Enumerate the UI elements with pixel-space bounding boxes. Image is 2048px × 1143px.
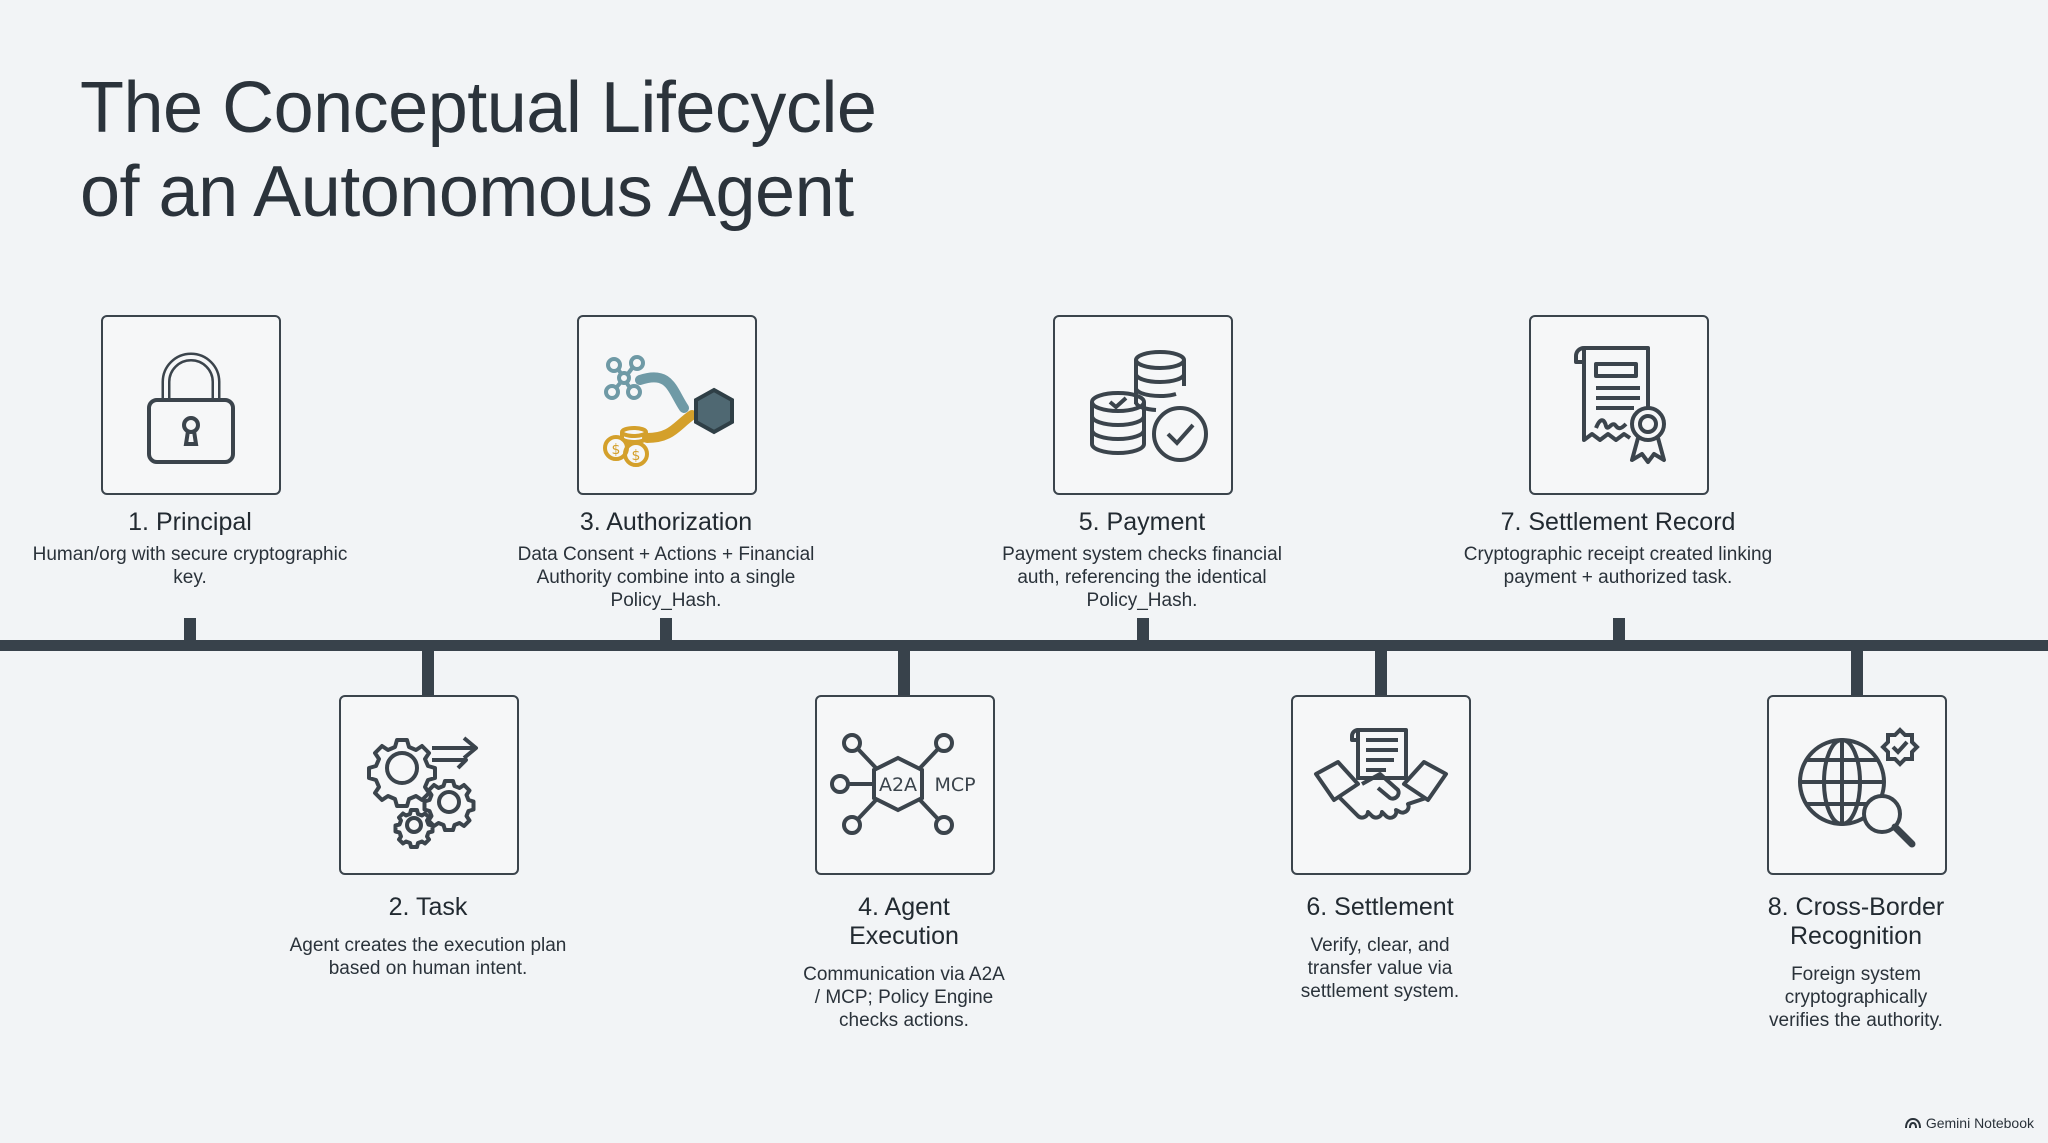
brand-badge: Gemini Notebook [1904, 1115, 2034, 1131]
connector-step-6 [1375, 650, 1387, 696]
step-4-icon-box: A2A MCP [815, 695, 995, 875]
timeline-line [0, 640, 2048, 651]
step-8-icon-box [1767, 695, 1947, 875]
page-title: The Conceptual Lifecycle of an Autonomou… [80, 66, 877, 234]
svg-text:$: $ [632, 448, 641, 464]
step-7-icon-box [1529, 315, 1709, 495]
step-3-description: Data Consent + Actions + Financial Autho… [517, 544, 815, 611]
step-7-description: Cryptographic receipt created linking pa… [1463, 544, 1773, 588]
brand-label: Gemini Notebook [1925, 1115, 2034, 1131]
brand-logo-icon [1904, 1117, 1921, 1129]
handshake-document-icon [1314, 728, 1448, 820]
a2a-label: A2A [879, 774, 917, 796]
connector-step-7 [1613, 618, 1625, 642]
step-3: 3. Authorization Data Consent + Actions … [506, 508, 826, 612]
connector-step-4 [898, 650, 910, 696]
step-8-description: Foreign system cryptographically verifie… [1769, 964, 1943, 1031]
step-2: 2. Task Agent creates the execution plan… [268, 893, 588, 980]
title-line-1: The Conceptual Lifecycle [80, 68, 877, 148]
step-3-title: 3. Authorization [579, 508, 753, 536]
connector-step-2 [422, 650, 434, 696]
coin-stacks-check-icon [1090, 350, 1208, 462]
step-4-title: 4. Agent Execution [744, 893, 1064, 951]
step-5-description: Payment system checks financial auth, re… [1002, 544, 1282, 611]
step-7-title: 7. Settlement Record [1500, 508, 1736, 536]
step-8: 8. Cross-Border Recognition Foreign syst… [1696, 893, 2016, 1032]
connector-step-8 [1851, 650, 1863, 696]
step-1: 1. Principal Human/org with secure crypt… [30, 508, 350, 589]
step-6-icon-box [1291, 695, 1471, 875]
svg-text:$: $ [612, 442, 621, 458]
title-line-2: of an Autonomous Agent [80, 152, 854, 232]
step-6: 6. Settlement Verify, clear, and transfe… [1220, 893, 1540, 1003]
connector-step-3 [660, 618, 672, 642]
step-4-title-text: 4. Agent Execution [849, 893, 959, 950]
protocol-network-icon: A2A MCP [830, 733, 976, 835]
step-6-title: 6. Settlement [1306, 893, 1454, 921]
step-2-description: Agent creates the execution plan based o… [289, 935, 567, 979]
globe-search-check-icon [1798, 727, 1920, 848]
step-5-title: 5. Payment [1078, 508, 1206, 536]
step-6-description: Verify, clear, and transfer value via se… [1300, 935, 1460, 1002]
step-8-title-text: 8. Cross-Border Recognition [1767, 893, 1945, 950]
step-1-icon-box [101, 315, 281, 495]
step-5: 5. Payment Payment system checks financi… [982, 508, 1302, 612]
merge-flow-icon: $ $ [603, 355, 734, 467]
certificate-icon [1574, 346, 1666, 464]
step-2-icon-box [339, 695, 519, 875]
step-5-icon-box [1053, 315, 1233, 495]
step-7: 7. Settlement Record Cryptographic recei… [1458, 508, 1778, 589]
step-1-title: 1. Principal [128, 508, 252, 536]
step-4: 4. Agent Execution Communication via A2A… [744, 893, 1064, 1032]
step-3-icon-box: $ $ [577, 315, 757, 495]
step-4-description: Communication via A2A / MCP; Policy Engi… [803, 964, 1005, 1031]
padlock-icon [147, 352, 235, 464]
connector-step-5 [1137, 618, 1149, 642]
step-8-title: 8. Cross-Border Recognition [1696, 893, 2016, 951]
connector-step-1 [184, 618, 196, 642]
step-1-description: Human/org with secure cryptographic key. [32, 544, 348, 588]
mcp-label: MCP [934, 774, 975, 796]
gears-arrow-icon [367, 736, 478, 849]
step-2-title: 2. Task [388, 893, 468, 921]
